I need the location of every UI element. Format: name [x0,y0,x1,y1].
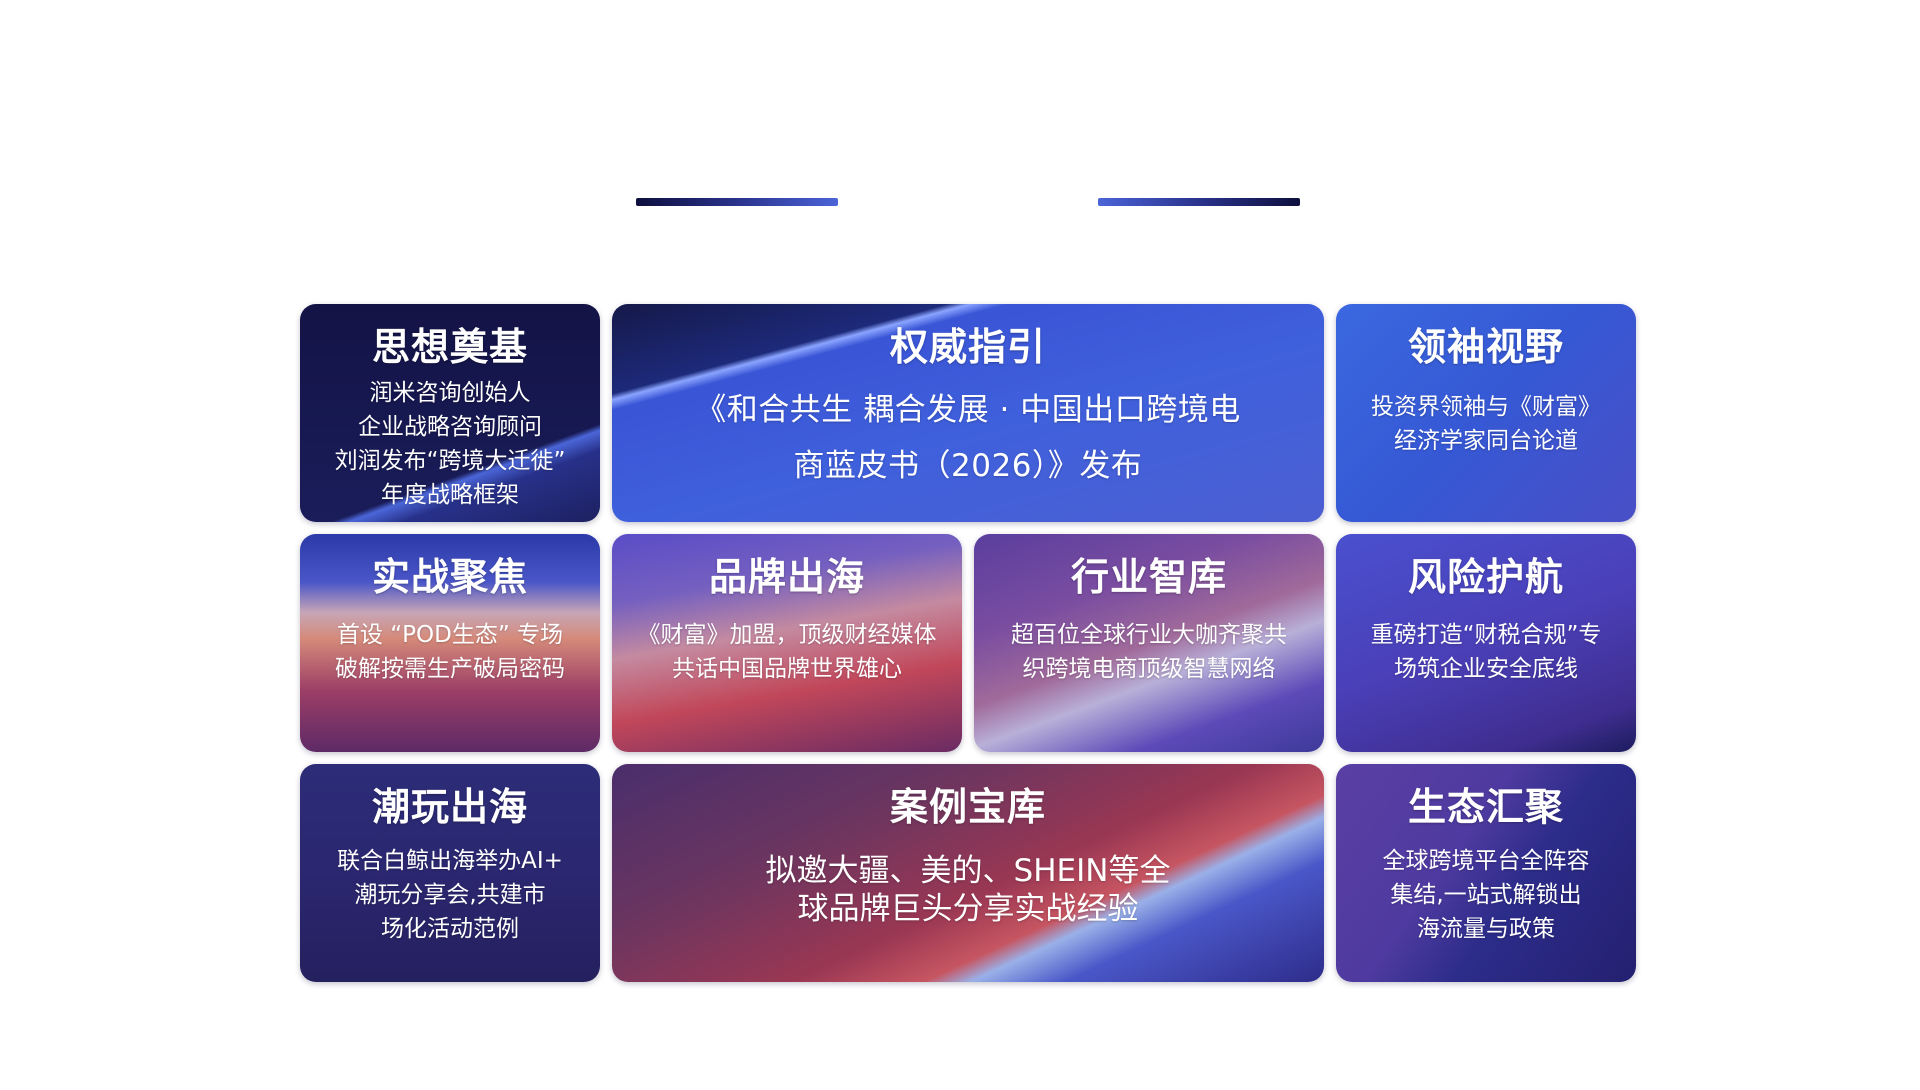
card-title: 生态汇聚 [1407,785,1564,829]
card-description: 《和合共生 耦合发展 · 中国出口跨境电 商蓝皮书（2026）》发布 [695,392,1241,484]
card-title: 行业智库 [1070,555,1227,599]
card-title: 权威指引 [889,325,1046,369]
card-title: 案例宝库 [889,785,1046,829]
card-risk-escort: 风险护航 重磅打造“财税合规”专 场筑企业安全底线 [1336,534,1636,752]
card-title: 品牌出海 [708,555,865,599]
card-description: 拟邀大疆、美的、SHEIN等全 球品牌巨头分享实战经验 [765,853,1171,927]
card-title: 领袖视野 [1407,325,1564,369]
header-decor-line-right [1098,198,1300,206]
card-thought-foundation: 思想奠基 润米咨询创始人 企业战略咨询顾问 刘润发布“跨境大迁徙” 年度战略框架 [300,304,600,522]
card-trendy-toys-overseas: 潮玩出海 联合白鲸出海举办AI+ 潮玩分享会,共建市 场化活动范例 [300,764,600,982]
card-description: 重磅打造“财税合规”专 场筑企业安全底线 [1370,622,1602,682]
card-ecosystem-gathering: 生态汇聚 全球跨境平台全阵容 集结,一站式解锁出 海流量与政策 [1336,764,1636,982]
card-description: 润米咨询创始人 企业战略咨询顾问 刘润发布“跨境大迁徙” 年度战略框架 [334,380,566,508]
section-title [860,178,1080,226]
card-title: 思想奠基 [371,325,528,369]
card-description: 《财富》加盟，顶级财经媒体 共话中国品牌世界雄心 [637,622,937,682]
card-title: 风险护航 [1407,555,1564,599]
card-title: 潮玩出海 [371,785,528,829]
card-description: 首设 “POD生态” 专场 破解按需生产破局密码 [335,622,565,682]
card-description: 联合白鲸出海举办AI+ 潮玩分享会,共建市 场化活动范例 [337,848,563,942]
card-title: 实战聚焦 [371,555,528,599]
card-brand-overseas: 品牌出海 《财富》加盟，顶级财经媒体 共话中国品牌世界雄心 [612,534,962,752]
card-description: 投资界领袖与《财富》 经济学家同台论道 [1371,394,1601,454]
card-leader-vision: 领袖视野 投资界领袖与《财富》 经济学家同台论道 [1336,304,1636,522]
header-decor-line-left [636,198,838,206]
card-practical-focus: 实战聚焦 首设 “POD生态” 专场 破解按需生产破局密码 [300,534,600,752]
card-case-library: 案例宝库 拟邀大疆、美的、SHEIN等全 球品牌巨头分享实战经验 [612,764,1324,982]
card-description: 全球跨境平台全阵容 集结,一站式解锁出 海流量与政策 [1382,848,1590,942]
highlights-grid: 思想奠基 润米咨询创始人 企业战略咨询顾问 刘润发布“跨境大迁徙” 年度战略框架… [300,304,1637,986]
card-description: 超百位全球行业大咖齐聚共 织跨境电商顶级智慧网络 [1011,622,1287,682]
card-authoritative-guide: 权威指引 《和合共生 耦合发展 · 中国出口跨境电 商蓝皮书（2026）》发布 [612,304,1324,522]
card-industry-think-tank: 行业智库 超百位全球行业大咖齐聚共 织跨境电商顶级智慧网络 [974,534,1324,752]
